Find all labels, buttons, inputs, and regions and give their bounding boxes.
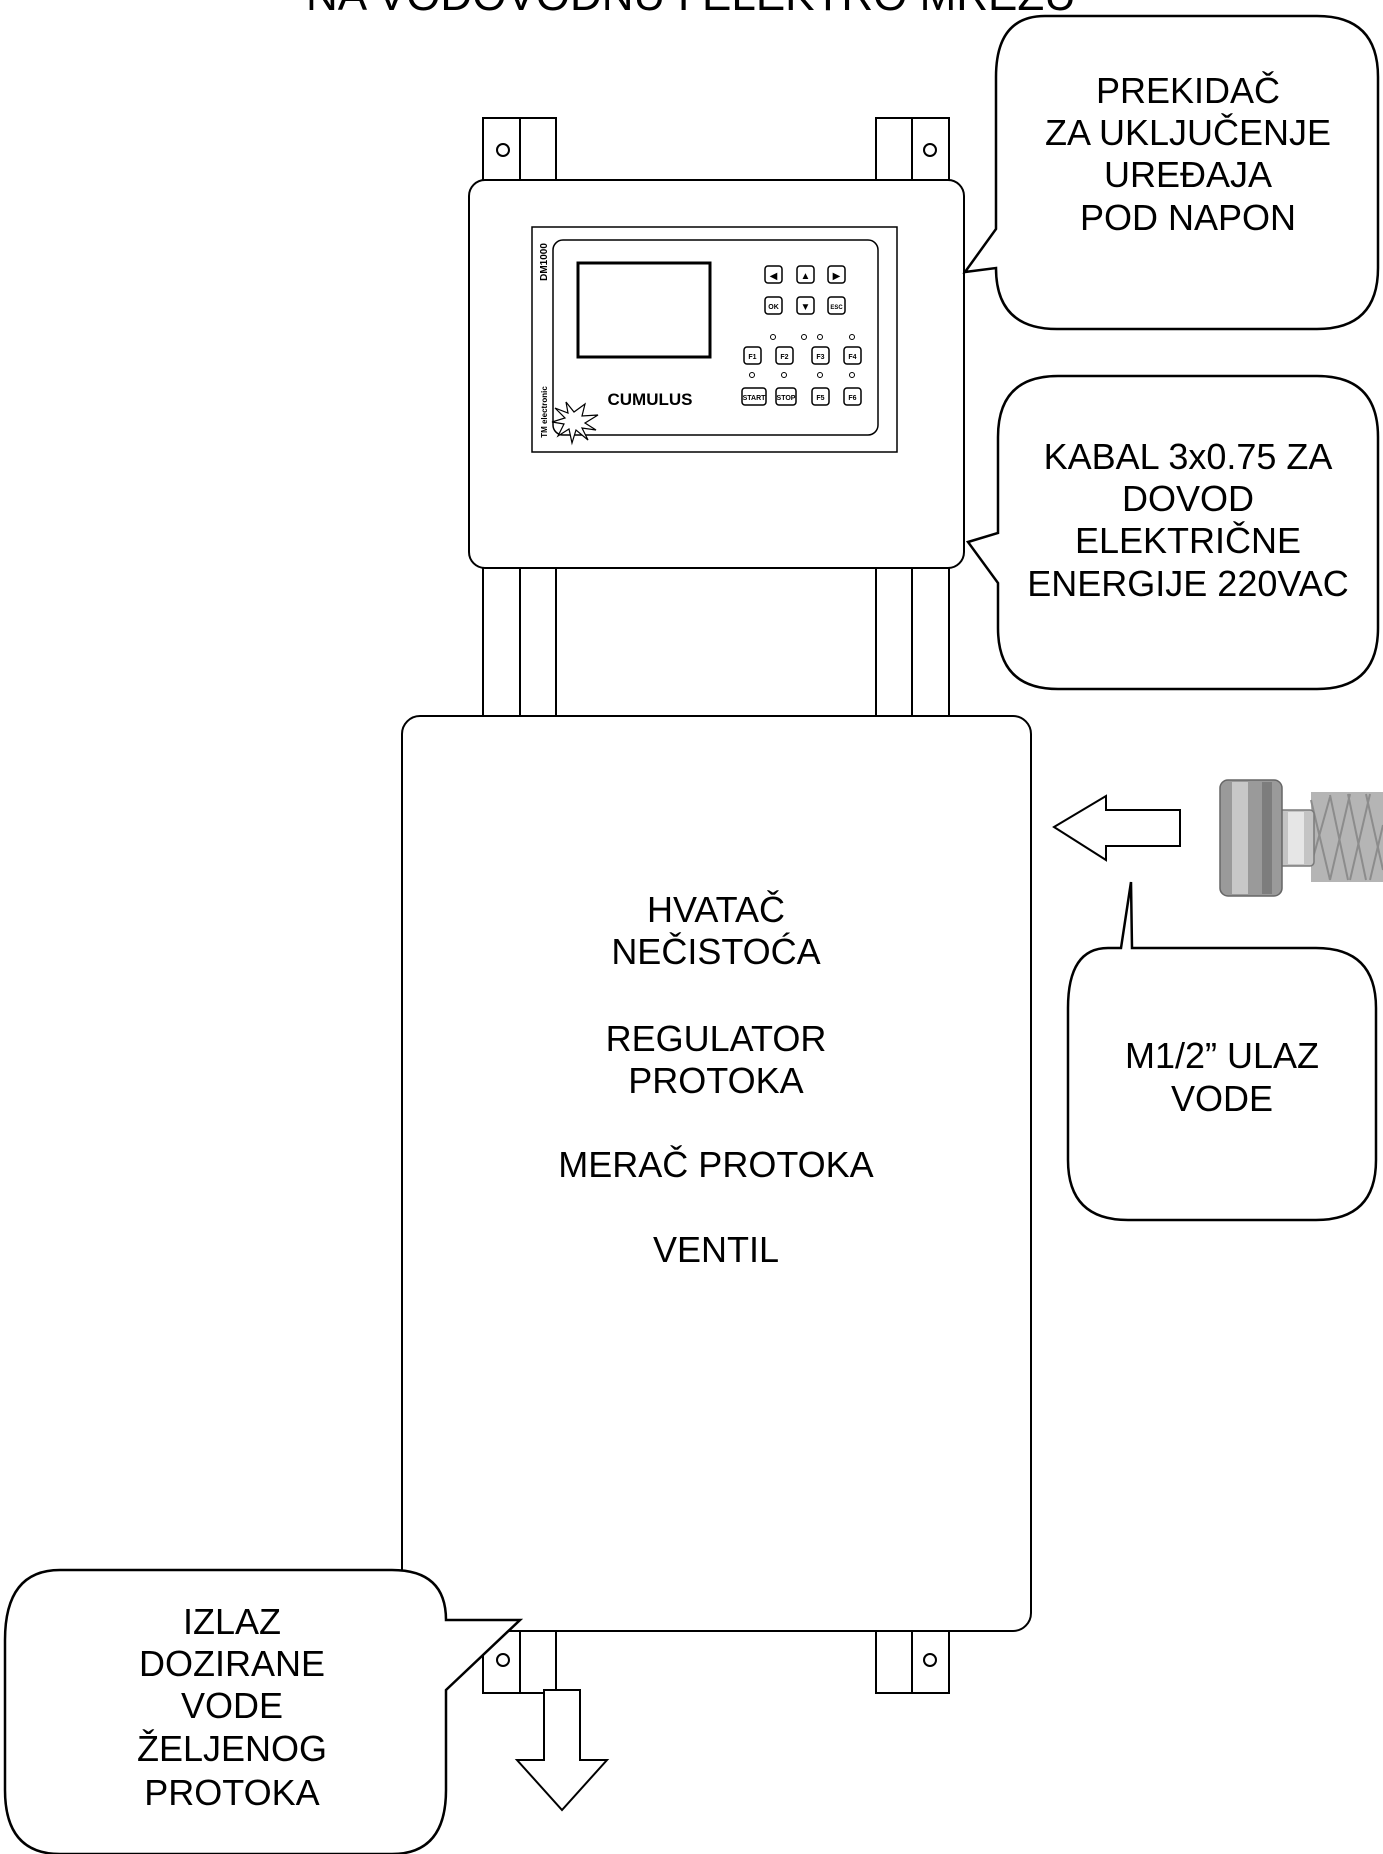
svg-text:▶: ▶	[833, 271, 841, 282]
outlet-callout-line-3: VODE	[181, 1685, 283, 1726]
svg-text:STOP: STOP	[777, 395, 796, 402]
outlet-callout-line-2: DOZIRANE	[139, 1643, 325, 1684]
main-unit-box: HVATAČ NEČISTOĆA REGULATOR PROTOKA MERAČ…	[401, 715, 1032, 1632]
svg-text:F1: F1	[748, 354, 756, 361]
svg-text:▼: ▼	[801, 302, 811, 313]
maker-label: TM electronic	[540, 386, 549, 438]
ok-key[interactable]: OK	[764, 296, 783, 315]
unit-line-4: PROTOKA	[628, 1060, 803, 1101]
left-key[interactable]: ◀	[764, 265, 783, 284]
f6-key[interactable]: F6	[843, 387, 862, 406]
up-key[interactable]: ▲	[796, 265, 815, 284]
svg-text:F2: F2	[780, 354, 788, 361]
unit-line-1: HVATAČ	[647, 889, 785, 930]
unit-line-3: REGULATOR	[606, 1018, 827, 1059]
inlet-callout-line-1: M1/2” ULAZ	[1125, 1035, 1319, 1076]
led-row-1	[770, 334, 855, 340]
cable-callout-line-2: DOVOD	[1122, 478, 1254, 519]
inlet-callout: M1/2” ULAZ VODE	[1066, 881, 1378, 1222]
outlet-callout: IZLAZ DOZIRANE VODE ŽELJENOG PROTOKA	[3, 1568, 524, 1854]
switch-callout-line-3: UREĐAJA	[1104, 154, 1272, 195]
switch-callout: PREKIDAČ ZA UKLJUČENJE UREĐAJA POD NAPON	[962, 14, 1380, 331]
unit-line-6: VENTIL	[653, 1229, 779, 1270]
model-label: DM1000	[539, 243, 550, 281]
led-row-2	[749, 372, 855, 378]
left-arrow-icon	[1052, 794, 1181, 862]
esc-key[interactable]: ESC	[827, 296, 846, 315]
inlet-callout-line-2: VODE	[1171, 1078, 1273, 1119]
lcd-display	[576, 261, 712, 359]
header-title: NA VODOVODNU I ELEKTRO MREŽU	[306, 0, 1076, 20]
svg-text:OK: OK	[768, 304, 779, 311]
brand-label: CUMULUS	[608, 390, 693, 409]
switch-callout-line-1: PREKIDAČ	[1096, 70, 1280, 111]
svg-text:F4: F4	[848, 354, 856, 361]
svg-text:F3: F3	[816, 354, 824, 361]
svg-text:◀: ◀	[770, 271, 778, 282]
screw-hole	[923, 1653, 937, 1667]
f5-key[interactable]: F5	[811, 387, 830, 406]
right-key[interactable]: ▶	[827, 265, 846, 284]
screw-hole	[496, 143, 510, 157]
stop-key[interactable]: STOP	[775, 387, 797, 406]
outlet-callout-line-4: ŽELJENOG	[137, 1728, 327, 1769]
screw-hole	[923, 143, 937, 157]
svg-text:ESC: ESC	[830, 305, 843, 311]
explosion-logo-icon	[551, 401, 599, 446]
cable-callout-line-3: ELEKTRIČNE	[1075, 520, 1301, 561]
screw-hole	[496, 1653, 510, 1667]
svg-text:START: START	[743, 395, 767, 402]
unit-line-5: MERAČ PROTOKA	[558, 1144, 873, 1185]
svg-text:F6: F6	[848, 395, 856, 402]
down-arrow-icon	[514, 1689, 610, 1812]
f3-key[interactable]: F3	[811, 346, 830, 365]
hose-fitting-icon	[1219, 779, 1383, 897]
f2-key[interactable]: F2	[775, 346, 794, 365]
start-key[interactable]: START	[741, 387, 767, 406]
outlet-callout-line-5: PROTOKA	[144, 1772, 319, 1813]
svg-text:F5: F5	[816, 395, 824, 402]
cable-callout-line-4: ENERGIJE 220VAC	[1027, 563, 1348, 604]
switch-callout-line-4: POD NAPON	[1080, 197, 1296, 238]
unit-line-2: NEČISTOĆA	[611, 931, 820, 972]
cable-callout-line-1: KABAL 3x0.75 ZA	[1044, 436, 1333, 477]
f1-key[interactable]: F1	[743, 346, 762, 365]
svg-text:▲: ▲	[801, 271, 811, 282]
f4-key[interactable]: F4	[843, 346, 862, 365]
cable-callout: KABAL 3x0.75 ZA DOVOD ELEKTRIČNE ENERGIJ…	[965, 374, 1380, 691]
switch-callout-line-2: ZA UKLJUČENJE	[1045, 112, 1331, 153]
outlet-callout-line-1: IZLAZ	[183, 1601, 281, 1642]
down-key[interactable]: ▼	[796, 296, 815, 315]
keypad: ◀ ▲ ▶ OK ▼ ESC F1 F2 F3 F4 START STOP F5…	[741, 265, 862, 406]
controller-box: DM1000 TM electronic CUMULUS ◀ ▲ ▶ OK ▼ …	[468, 179, 965, 569]
